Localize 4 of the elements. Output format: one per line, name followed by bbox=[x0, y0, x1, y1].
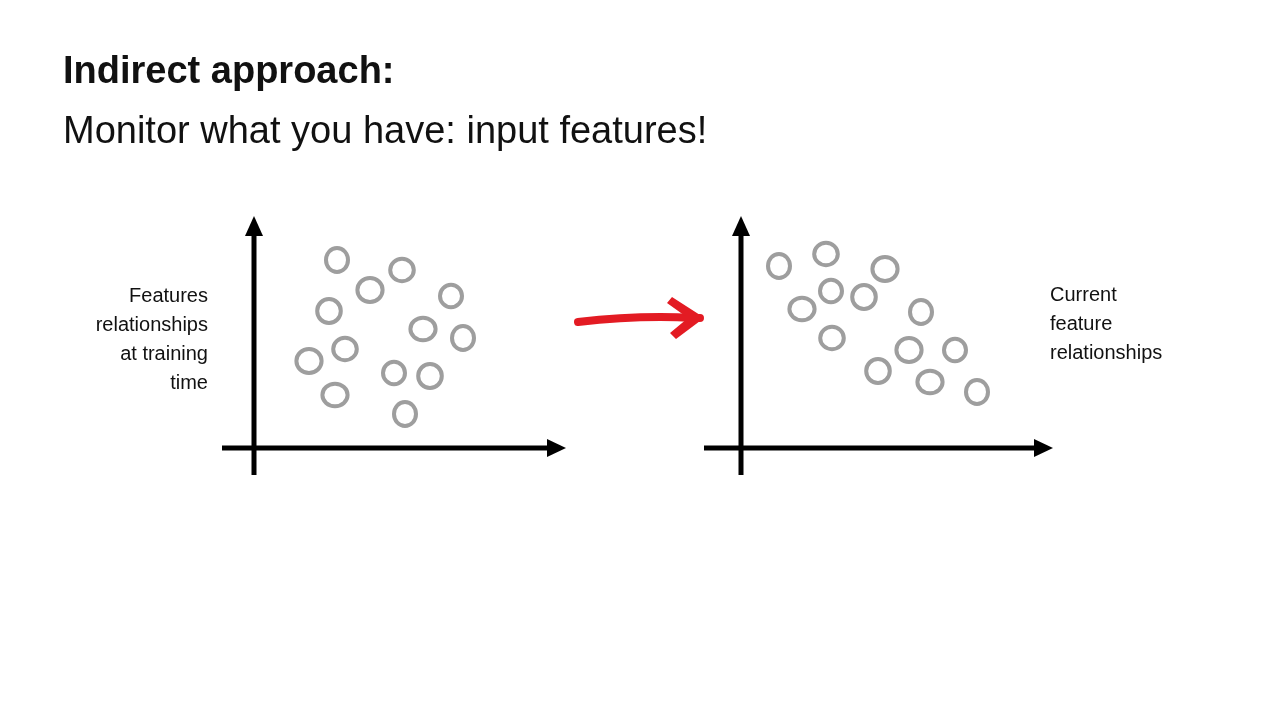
title: Indirect approach: bbox=[63, 48, 395, 93]
plot-caption: Current feature relationships bbox=[1050, 282, 1164, 365]
subtitle: Monitor what you have: input features! bbox=[63, 108, 708, 153]
plot-caption: Features relationships at training time bbox=[94, 283, 208, 395]
